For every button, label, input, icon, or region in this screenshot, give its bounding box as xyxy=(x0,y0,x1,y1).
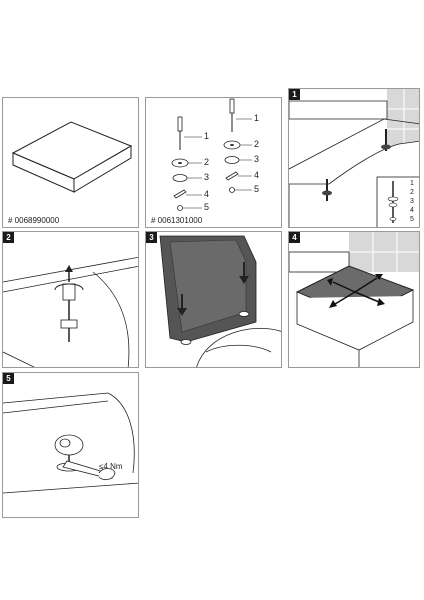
step-5-panel: 5 ≤4 Nm xyxy=(2,372,139,518)
step-3-illustration xyxy=(159,235,281,367)
inset-label-5: 5 xyxy=(410,216,414,223)
step-number-1: 1 xyxy=(289,89,300,100)
step-4-illustration xyxy=(289,232,419,367)
torque-label: ≤4 Nm xyxy=(99,462,123,471)
part-label-4a: 4 xyxy=(204,189,210,199)
inset-label-4: 4 xyxy=(410,207,414,214)
part-label-5a: 5 xyxy=(204,202,210,212)
step-2-panel: 2 xyxy=(2,231,139,368)
step-number-2: 2 xyxy=(3,232,14,243)
toilet-seat-illustration xyxy=(11,121,133,193)
part-label-3a: 3 xyxy=(204,172,210,182)
step-3-panel: 3 xyxy=(145,231,282,368)
step-1-panel: 1 1 2 3 4 5 xyxy=(288,88,420,228)
parts-article-number: # 0061301000 xyxy=(151,216,203,225)
seat-product-panel: # 0068990000 xyxy=(2,97,139,228)
part-label-2a: 2 xyxy=(204,157,210,167)
step-5-illustration xyxy=(3,392,138,494)
part-label-4b: 4 xyxy=(254,170,260,180)
part-label-2b: 2 xyxy=(254,139,260,149)
step-1-illustration xyxy=(289,89,419,227)
step-number-5: 5 xyxy=(3,373,14,384)
parts-illustration xyxy=(171,98,252,211)
inset-label-1: 1 xyxy=(410,180,414,187)
step-4-panel: 4 xyxy=(288,231,420,368)
step-2-illustration xyxy=(3,256,138,367)
parts-kit-panel: 1 2 3 4 5 1 2 3 4 5 # 0061301000 xyxy=(145,97,282,228)
part-label-1a: 1 xyxy=(204,131,210,141)
step-number-4: 4 xyxy=(289,232,300,243)
step-number-3: 3 xyxy=(146,232,157,243)
part-label-1b: 1 xyxy=(254,113,260,123)
inset-label-2: 2 xyxy=(410,189,414,196)
part-label-3b: 3 xyxy=(254,154,260,164)
inset-label-3: 3 xyxy=(410,198,414,205)
part-label-5b: 5 xyxy=(254,184,260,194)
seat-article-number: # 0068990000 xyxy=(8,216,60,225)
